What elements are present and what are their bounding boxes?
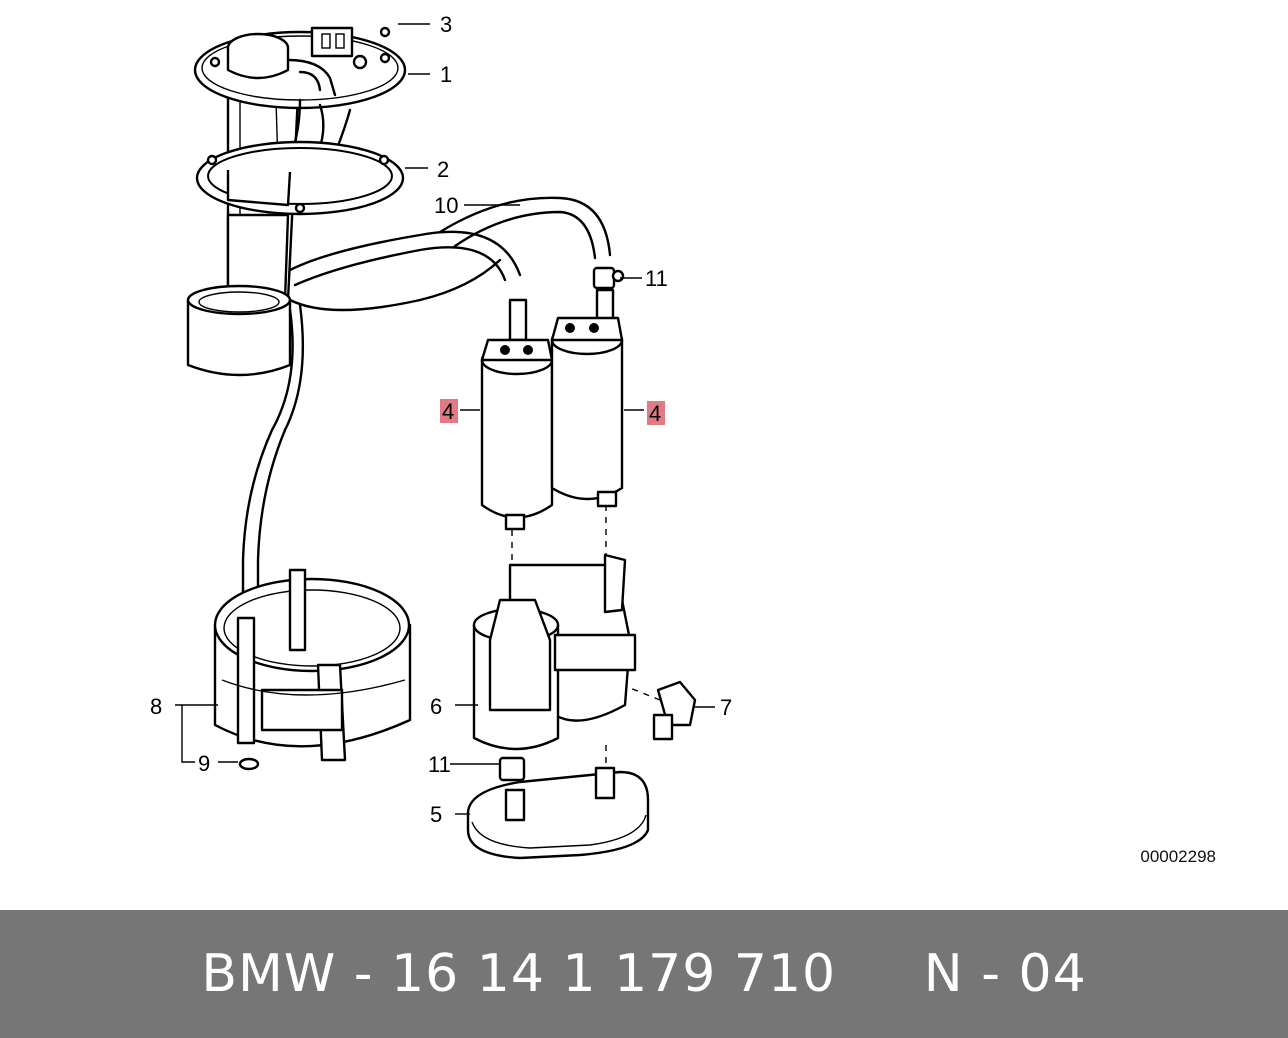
callout-5: 5 — [430, 802, 442, 827]
callout-4-left: 4 — [442, 399, 454, 424]
callout-11-bottom: 11 — [428, 752, 451, 777]
reservoir-ring — [213, 568, 412, 762]
callout-1: 1 — [440, 62, 452, 87]
callout-6: 6 — [430, 694, 442, 719]
fuel-hose — [241, 196, 612, 620]
base-plate — [466, 766, 650, 860]
leader-lines — [175, 23, 715, 815]
callout-11-top: 11 — [645, 266, 668, 291]
callout-7: 7 — [720, 695, 732, 720]
fuel-pump-exploded-view: 3 1 2 10 11 4 4 8 9 6 7 11 5 — [150, 12, 732, 860]
hose-clamp-bottom — [498, 756, 526, 782]
parts-diagram: 3 1 2 10 11 4 4 8 9 6 7 11 5 00002298 — [150, 12, 1216, 866]
highlight-marker-left — [440, 399, 458, 423]
fuel-pump-left — [480, 298, 554, 531]
callout-3: 3 — [440, 12, 452, 37]
callout-10: 10 — [434, 193, 458, 218]
washer — [238, 757, 260, 771]
electrical-connector — [652, 680, 697, 741]
fuel-pump-right — [550, 288, 624, 508]
callout-4-right: 4 — [649, 401, 661, 426]
diagram-reference-number: 00002298 — [1140, 847, 1216, 866]
highlight-marker-right — [647, 401, 665, 425]
pump-holder — [472, 553, 637, 751]
hose-clamp-top — [592, 266, 625, 290]
callout-8: 8 — [150, 694, 162, 719]
sender-cup — [186, 213, 292, 377]
sealing-ring — [195, 140, 405, 216]
callout-9: 9 — [198, 751, 210, 776]
part-number-text: BMW - 16 14 1 179 710 N - 04 — [201, 944, 1087, 1004]
part-number-banner: BMW - 16 14 1 179 710 N - 04 — [0, 910, 1288, 1038]
callout-2: 2 — [437, 157, 449, 182]
